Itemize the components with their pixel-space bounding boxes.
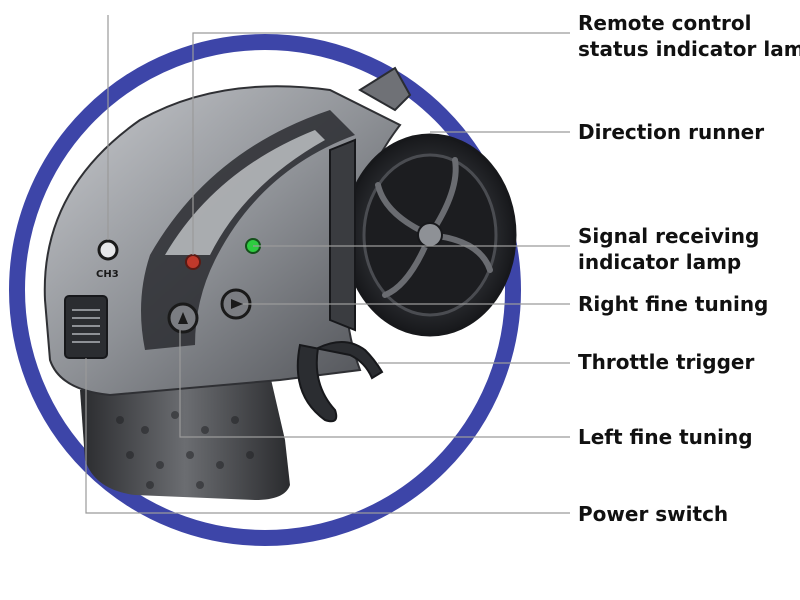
- label-throttle-trigger: Throttle trigger: [578, 350, 755, 374]
- leader-left-fine-tuning: [179, 330, 570, 438]
- label-remote-status-line2: status indicator lamp: [578, 37, 800, 61]
- panel-highlight: [165, 130, 325, 255]
- label-left-fine-tuning: Left fine tuning: [578, 425, 753, 449]
- left-fine-tuning-arrow-icon: [178, 312, 188, 324]
- power-switch-grip-lines: [72, 309, 100, 343]
- remote-status-lamp-icon: [185, 254, 201, 270]
- steering-wheel: [343, 133, 517, 337]
- label-signal-line1: Signal receiving: [578, 224, 760, 248]
- label-power-switch: Power switch: [578, 502, 729, 526]
- throttle-trigger-part: [296, 341, 384, 423]
- ch3-label: CH3: [96, 269, 119, 280]
- side-panel: [141, 110, 355, 350]
- label-signal-line2: indicator lamp: [578, 250, 742, 274]
- leader-remote-status: [192, 32, 570, 255]
- leader-power-switch-lower: [85, 358, 570, 514]
- label-direction-runner: Direction runner: [578, 120, 765, 144]
- ch3-button[interactable]: [97, 239, 119, 261]
- right-fine-tuning-arrow-icon: [231, 299, 243, 309]
- top-fin: [358, 66, 412, 112]
- label-remote-status-line1: Remote control: [578, 11, 752, 35]
- leader-lines: [85, 15, 570, 514]
- grip-texture: [116, 411, 254, 489]
- wheel-housing: [329, 138, 356, 332]
- label-right-fine-tuning: Right fine tuning: [578, 292, 769, 316]
- background-ring: [9, 34, 521, 546]
